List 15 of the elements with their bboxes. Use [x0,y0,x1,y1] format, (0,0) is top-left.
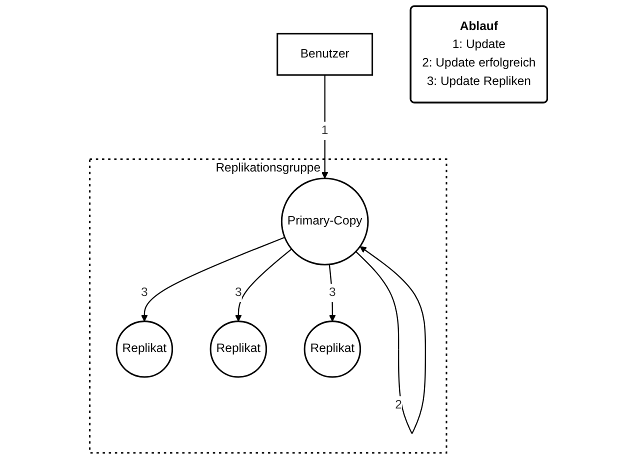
arrow [355,246,426,434]
node-circle: Replikat [304,320,362,378]
arrow [141,236,285,322]
arrow [321,75,328,179]
node-circle: Replikat [116,320,174,378]
edge-label: 2 [395,398,402,412]
edge-label: 3 [329,286,336,300]
edge-label: 3 [235,286,242,300]
edge-label: 3 [141,286,148,300]
arrow [328,264,336,322]
edge-label: 1 [321,124,328,137]
node-circle: Replikat [210,320,268,378]
node-circle: Primary-Copy [280,178,369,266]
arrow [235,248,292,322]
node-box: Benutzer [276,32,374,76]
